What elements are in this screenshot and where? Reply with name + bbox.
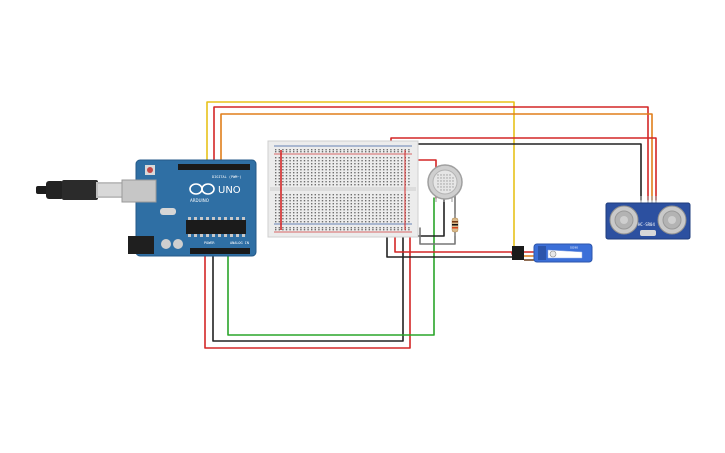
ultrasonic-receiver-icon [657,205,687,235]
analog-header-label: ANALOG IN [230,241,249,245]
ultrasonic-transmitter-icon [609,205,639,235]
servo-label: SG90 [570,246,578,250]
board-brand-label: ARDUINO [190,198,209,203]
wire-red-ultrasonic-vcc[interactable] [213,106,649,201]
wire-resistor-lead [419,195,456,245]
ultrasonic-model-label: HC-SR04 [638,222,655,227]
arduino-infinity-logo-icon [189,183,215,195]
servo-horn[interactable] [547,249,583,259]
crystal [160,208,176,215]
capacitor [173,239,183,249]
atmega-chip [186,220,246,234]
center-channel [270,187,416,191]
breadboard-holes [275,149,410,231]
power-analog-header [190,248,250,254]
crystal [640,230,656,236]
wire-black-gnd[interactable] [212,231,404,342]
resistor-icon[interactable] [451,214,459,236]
wire-red-5v[interactable] [204,231,411,349]
mq-gas-sensor-icon[interactable] [427,164,463,202]
ultrasonic-sensor[interactable]: HC-SR04 [605,196,691,240]
arduino-uno-board[interactable]: UNO ARDUINO DIGITAL (PWM~) POWER ANALOG … [121,159,257,257]
board-model-label: UNO [218,185,241,196]
breadboard[interactable] [267,140,419,238]
power-jack [128,236,154,254]
servo-connector [512,246,524,260]
usb-port [121,179,157,203]
digital-header [178,164,250,170]
servo-motor[interactable]: SG90 [512,243,593,263]
digital-header-label: DIGITAL (PWM~) [212,175,242,179]
capacitor [161,239,171,249]
power-header-label: POWER [204,241,215,245]
sensor-mesh [437,174,454,191]
wire-orange-ultrasonic-trig[interactable] [220,113,653,201]
usb-b-plug-icon[interactable] [36,180,124,200]
wire-green-a0[interactable] [227,197,435,336]
wire-black-servo-gnd[interactable] [386,227,521,258]
